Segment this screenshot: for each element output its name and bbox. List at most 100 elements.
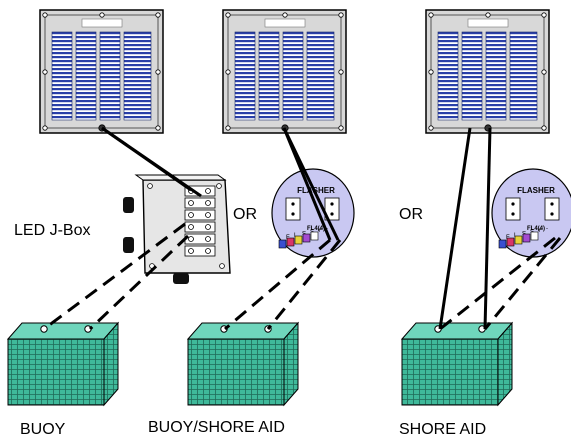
mounting-hole [338, 125, 344, 131]
flasher-title: FLASHER [297, 186, 335, 195]
jbox-screw [219, 263, 225, 269]
flasher-terminal [310, 231, 319, 241]
panel-label-plate [81, 18, 123, 28]
mounting-hole [485, 12, 491, 18]
led-jbox [123, 174, 231, 284]
flasher-pin [330, 212, 334, 216]
solar-cell-column [99, 31, 121, 121]
terminal-screw [188, 248, 194, 254]
terminal-screw [205, 212, 211, 218]
terminal-screw [205, 188, 211, 194]
solar-cell-column [234, 31, 256, 121]
flasher-terminal [506, 237, 515, 247]
jbox-gland [123, 197, 134, 213]
wire-flasher2-battery3-a [439, 236, 556, 331]
wire-panel3-battery3-a [438, 127, 472, 330]
caption-shore-aid: SHORE AID [399, 421, 487, 438]
caption-buoy: BUOY [20, 421, 66, 438]
flasher-body [271, 168, 355, 258]
mounting-hole [338, 69, 344, 75]
mounting-hole [428, 69, 434, 75]
terminal-screw [188, 200, 194, 206]
terminal-screw [188, 224, 194, 230]
mounting-hole [541, 125, 547, 131]
solar-cell-column [509, 31, 538, 121]
mounting-hole [428, 12, 434, 18]
mounting-hole [155, 12, 161, 18]
mounting-hole [155, 125, 161, 131]
flasher-terminal-letter: - [546, 226, 548, 232]
solar-cell-column [282, 31, 304, 121]
mounting-hole [541, 69, 547, 75]
battery-post [40, 325, 48, 333]
solar-cell-column [485, 31, 507, 121]
flasher-terminal [498, 239, 507, 249]
solar-cell-column [51, 31, 73, 121]
mounting-hole [541, 12, 547, 18]
panel-label-plate [467, 18, 509, 28]
flasher-pin [550, 212, 554, 216]
mounting-hole [225, 125, 231, 131]
caption-buoy-shore-aid: BUOY/SHORE AID [148, 419, 285, 436]
flasher-connector [544, 197, 560, 221]
jbox-gland [123, 237, 134, 253]
mounting-hole [282, 12, 288, 18]
flasher-pin [550, 202, 554, 206]
flasher-connector [285, 197, 301, 221]
solar-cell-column [258, 31, 280, 121]
solar-cell-column [306, 31, 335, 121]
flasher-model: FL4(4) [307, 226, 325, 232]
terminal-block [184, 245, 216, 257]
flasher-terminal [522, 233, 531, 243]
mounting-hole [225, 12, 231, 18]
flasher-pin [330, 202, 334, 206]
mounting-hole [99, 12, 105, 18]
battery-side [497, 321, 513, 407]
wire-flasher1-battery2-a [224, 238, 331, 331]
terminal-block [184, 197, 216, 209]
solar-panel-2 [222, 9, 347, 134]
solar-cell-column [75, 31, 97, 121]
flasher-terminal-letter: + [538, 228, 542, 234]
battery-3 [400, 321, 514, 407]
mounting-hole [42, 12, 48, 18]
battery-side [103, 321, 119, 407]
battery-side [283, 321, 299, 407]
flasher-pin [511, 212, 515, 216]
solar-panel-1 [39, 9, 164, 134]
battery-top [6, 322, 120, 340]
jbox-label: LED J-Box [14, 222, 91, 239]
wire-panel2-flasher1-b [282, 127, 340, 241]
battery-front [7, 338, 105, 406]
battery-front [187, 338, 285, 406]
battery-top [400, 322, 514, 340]
jbox-screw [147, 183, 153, 189]
solar-panel-3 [425, 9, 550, 134]
terminal-screw [205, 248, 211, 254]
solar-cell-column [437, 31, 459, 121]
mounting-hole [225, 69, 231, 75]
flasher-pin [511, 202, 515, 206]
battery-top [186, 322, 300, 340]
mounting-hole [338, 12, 344, 18]
flasher-terminal-letter: + [318, 228, 322, 234]
solar-cell-column [461, 31, 483, 121]
battery-2 [186, 321, 300, 407]
wire-flasher2-battery3-b [483, 237, 562, 330]
flasher-terminal [302, 233, 311, 243]
flasher-title: FLASHER [517, 186, 555, 195]
or-label-1: OR [233, 206, 257, 223]
flasher-terminal [514, 235, 523, 245]
mounting-hole [428, 125, 434, 131]
wire-jbox-battery1-a [43, 222, 186, 331]
wire-jbox-battery1-b [88, 234, 190, 331]
terminal-block [184, 209, 216, 221]
wire-panel1-jbox-b [101, 126, 202, 198]
flasher-terminal [530, 231, 539, 241]
mounting-hole [155, 69, 161, 75]
terminal-screw [205, 224, 211, 230]
